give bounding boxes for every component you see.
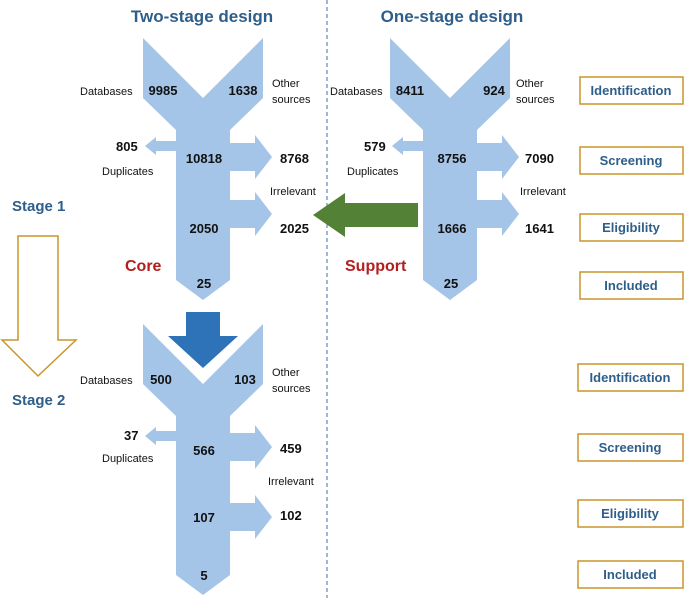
other-sources-count: 103 bbox=[234, 372, 256, 387]
other-sources-count: 1638 bbox=[229, 83, 258, 98]
identification-box bbox=[579, 76, 684, 105]
flow-stage1 bbox=[143, 38, 272, 300]
databases-count: 500 bbox=[150, 372, 172, 387]
flow-funnel bbox=[143, 324, 263, 595]
other-sources-label-1: Other bbox=[272, 367, 300, 379]
databases-label: Databases bbox=[80, 375, 133, 387]
databases-count: 8411 bbox=[396, 83, 424, 98]
excluded-count: 1641 bbox=[525, 221, 554, 236]
stage-transition-arrow bbox=[0, 235, 78, 378]
eligible-count: 1666 bbox=[438, 221, 467, 236]
two-stage-header: Two-stage design bbox=[131, 7, 273, 26]
included-count: 25 bbox=[444, 276, 458, 291]
duplicates-label: Duplicates bbox=[102, 453, 154, 465]
screened-count: 8756 bbox=[438, 151, 467, 166]
other-sources-label-1: Other bbox=[272, 78, 300, 90]
eligibility-box bbox=[577, 499, 684, 528]
flow-funnel bbox=[390, 38, 510, 300]
screening-label: Screening bbox=[599, 440, 662, 455]
irrelevant-label: Irrelevant bbox=[270, 186, 316, 198]
irrelevant-count: 8768 bbox=[280, 151, 309, 166]
included-label: Included bbox=[604, 278, 658, 293]
duplicates-arrow bbox=[392, 137, 423, 155]
excluded-count: 102 bbox=[280, 508, 302, 523]
one-stage-header: One-stage design bbox=[381, 7, 524, 26]
irrelevant-arrow bbox=[477, 135, 519, 179]
duplicates-count: 37 bbox=[124, 428, 138, 443]
included-box bbox=[577, 560, 684, 589]
eligibility-label: Eligibility bbox=[601, 506, 660, 521]
duplicates-arrow bbox=[145, 427, 176, 445]
duplicates-count: 579 bbox=[364, 139, 386, 154]
duplicates-arrow bbox=[145, 137, 176, 155]
irrelevant-arrow bbox=[230, 425, 272, 469]
support-label: Support bbox=[345, 258, 407, 275]
included-label: Included bbox=[603, 567, 657, 582]
excluded-count: 2025 bbox=[280, 221, 309, 236]
eligibility-label: Eligibility bbox=[602, 220, 661, 235]
identification-label: Identification bbox=[591, 83, 672, 98]
eligible-count: 2050 bbox=[190, 221, 219, 236]
databases-count: 9985 bbox=[149, 83, 178, 98]
other-sources-label-2: sources bbox=[272, 94, 311, 106]
included-count: 5 bbox=[200, 568, 207, 583]
irrelevant-count: 459 bbox=[280, 441, 302, 456]
irrelevant-label: Irrelevant bbox=[520, 186, 566, 198]
core-label: Core bbox=[125, 258, 162, 275]
screened-count: 10818 bbox=[186, 151, 222, 166]
identification-label: Identification bbox=[590, 370, 671, 385]
core-arrow bbox=[168, 312, 238, 368]
other-sources-label-2: sources bbox=[272, 383, 311, 395]
stage2-label: Stage 2 bbox=[12, 392, 65, 409]
eligible-count: 107 bbox=[193, 510, 215, 525]
included-box bbox=[579, 271, 684, 300]
support-arrow bbox=[313, 193, 418, 237]
included-count: 25 bbox=[197, 276, 211, 291]
flow-stage2 bbox=[143, 324, 272, 595]
identification-box bbox=[577, 363, 684, 392]
databases-label: Databases bbox=[80, 86, 133, 98]
eligibility-box bbox=[579, 213, 684, 242]
stage1-label: Stage 1 bbox=[12, 198, 65, 215]
duplicates-count: 805 bbox=[116, 139, 138, 154]
duplicates-label: Duplicates bbox=[102, 166, 154, 178]
flow-one-stage bbox=[390, 38, 519, 300]
excluded-arrow bbox=[230, 495, 272, 539]
flow-funnel bbox=[143, 38, 263, 300]
duplicates-label: Duplicates bbox=[347, 166, 399, 178]
other-sources-label-1: Other bbox=[516, 78, 544, 90]
screening-box bbox=[577, 433, 684, 462]
irrelevant-arrow bbox=[230, 135, 272, 179]
screening-label: Screening bbox=[600, 153, 663, 168]
excluded-arrow bbox=[477, 192, 519, 236]
databases-label: Databases bbox=[330, 86, 383, 98]
screened-count: 566 bbox=[193, 443, 215, 458]
screening-box bbox=[579, 146, 684, 175]
excluded-arrow bbox=[230, 192, 272, 236]
irrelevant-count: 7090 bbox=[525, 151, 554, 166]
other-sources-count: 924 bbox=[483, 83, 505, 98]
irrelevant-label: Irrelevant bbox=[268, 476, 314, 488]
other-sources-label-2: sources bbox=[516, 94, 555, 106]
